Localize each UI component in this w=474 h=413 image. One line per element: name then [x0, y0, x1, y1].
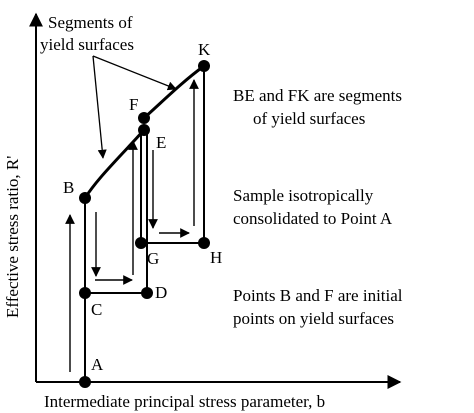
point-a [79, 376, 91, 388]
label-h: H [210, 248, 222, 267]
yield-surface-segment-fk [143, 64, 205, 120]
point-k [198, 60, 210, 72]
label-d: D [155, 283, 167, 302]
label-e: E [156, 133, 166, 152]
callout-leader-1 [92, 55, 107, 159]
note-3-line-2: points on yield surfaces [233, 309, 394, 328]
point-b [79, 192, 91, 204]
callout-leader-2 [92, 55, 177, 91]
point-e [138, 124, 150, 136]
point-d [141, 287, 153, 299]
callout-line-2: yield surfaces [40, 35, 134, 54]
y-axis-title: Effective stress ratio, R' [3, 156, 22, 318]
point-c [79, 287, 91, 299]
x-axis-title: Intermediate principal stress parameter,… [44, 392, 325, 411]
note-1-line-1: BE and FK are segments [233, 86, 402, 105]
label-k: K [198, 40, 211, 59]
note-2-line-1: Sample isotropically [233, 186, 374, 205]
label-a: A [91, 355, 104, 374]
label-c: C [91, 300, 102, 319]
note-1-line-2: of yield surfaces [253, 109, 365, 128]
label-f: F [129, 95, 138, 114]
label-g: G [147, 249, 159, 268]
note-3-line-1: Points B and F are initial [233, 286, 403, 305]
note-2-line-2: consolidated to Point A [233, 209, 393, 228]
callout-line-1: Segments of [48, 13, 133, 32]
point-f [138, 112, 150, 124]
yield-surface-segment-be [83, 128, 146, 199]
point-h [198, 237, 210, 249]
label-b: B [63, 178, 74, 197]
point-g [135, 237, 147, 249]
